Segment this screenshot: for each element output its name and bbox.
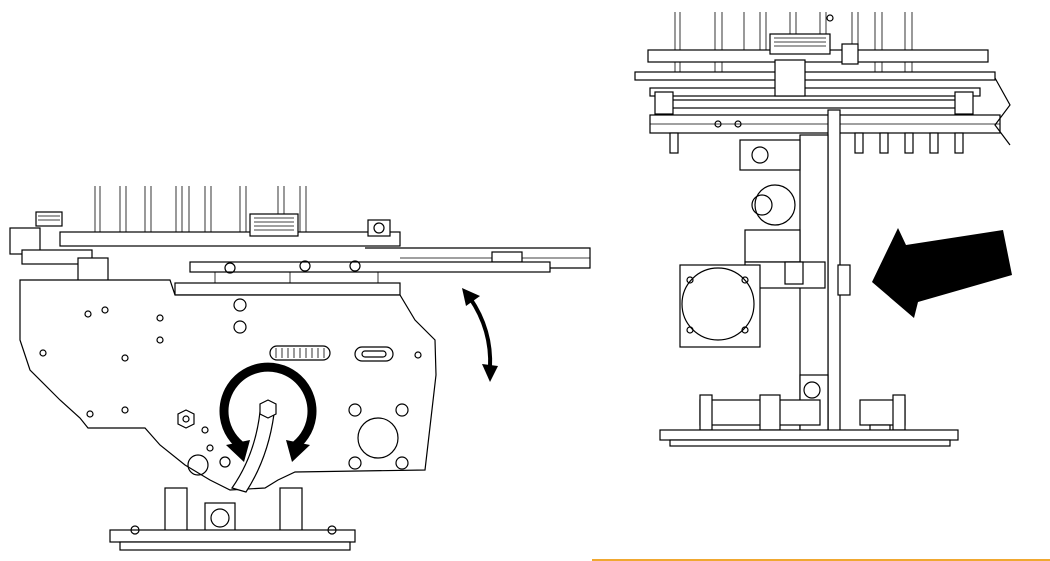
tilt-arrow-icon	[462, 288, 498, 382]
motor	[679, 264, 761, 348]
front-crossbar	[649, 77, 1011, 154]
extension-arm	[174, 247, 591, 308]
front-lower	[659, 374, 959, 447]
front-top-plates	[634, 33, 996, 115]
front-view-mechanism	[634, 12, 1012, 447]
side-view-base	[109, 487, 356, 551]
spring-slot	[269, 345, 394, 362]
top-plate	[59, 213, 401, 247]
side-view-mechanism	[9, 186, 591, 551]
rotation-arrow-icon	[219, 362, 317, 462]
right-bosses	[348, 403, 409, 470]
hex-nut	[177, 409, 195, 429]
pointer-arrow-icon	[872, 228, 1012, 318]
curved-lever	[231, 411, 275, 493]
plate-holes	[39, 298, 422, 476]
